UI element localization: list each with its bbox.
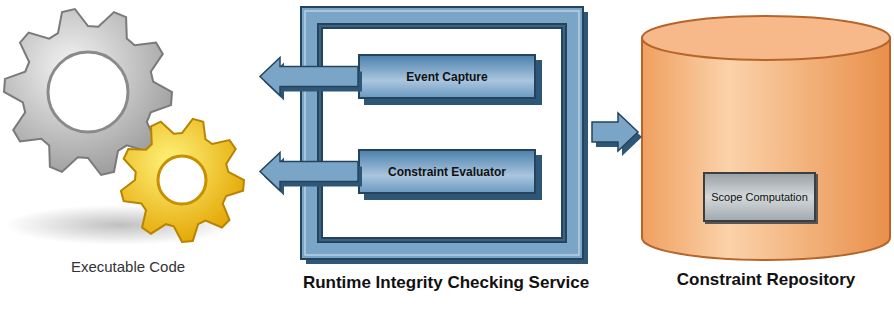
gears-icon: [0, 0, 256, 260]
process-box: Constraint Evaluator: [358, 149, 536, 194]
block-arrow: [260, 153, 362, 196]
scope-box: Scope Computation: [703, 172, 816, 222]
repository-label: Constraint Repository: [640, 270, 892, 290]
repository-cylinder: Constraint Repository Scope Computation: [640, 14, 892, 314]
block-arrow: [592, 113, 642, 156]
process-box: Event Capture: [358, 54, 536, 99]
service-heading: Runtime Integrity Checking Service: [300, 272, 592, 294]
box-label: Constraint Evaluator: [388, 165, 506, 179]
block-arrow: [260, 58, 362, 101]
frame-outline: [300, 6, 592, 268]
executable-code: Executable Code: [0, 0, 256, 300]
cylinder-shape: [640, 14, 892, 264]
box-label: Event Capture: [406, 70, 487, 84]
box-label: Scope Computation: [711, 191, 808, 204]
component-label: Executable Code: [0, 258, 256, 275]
